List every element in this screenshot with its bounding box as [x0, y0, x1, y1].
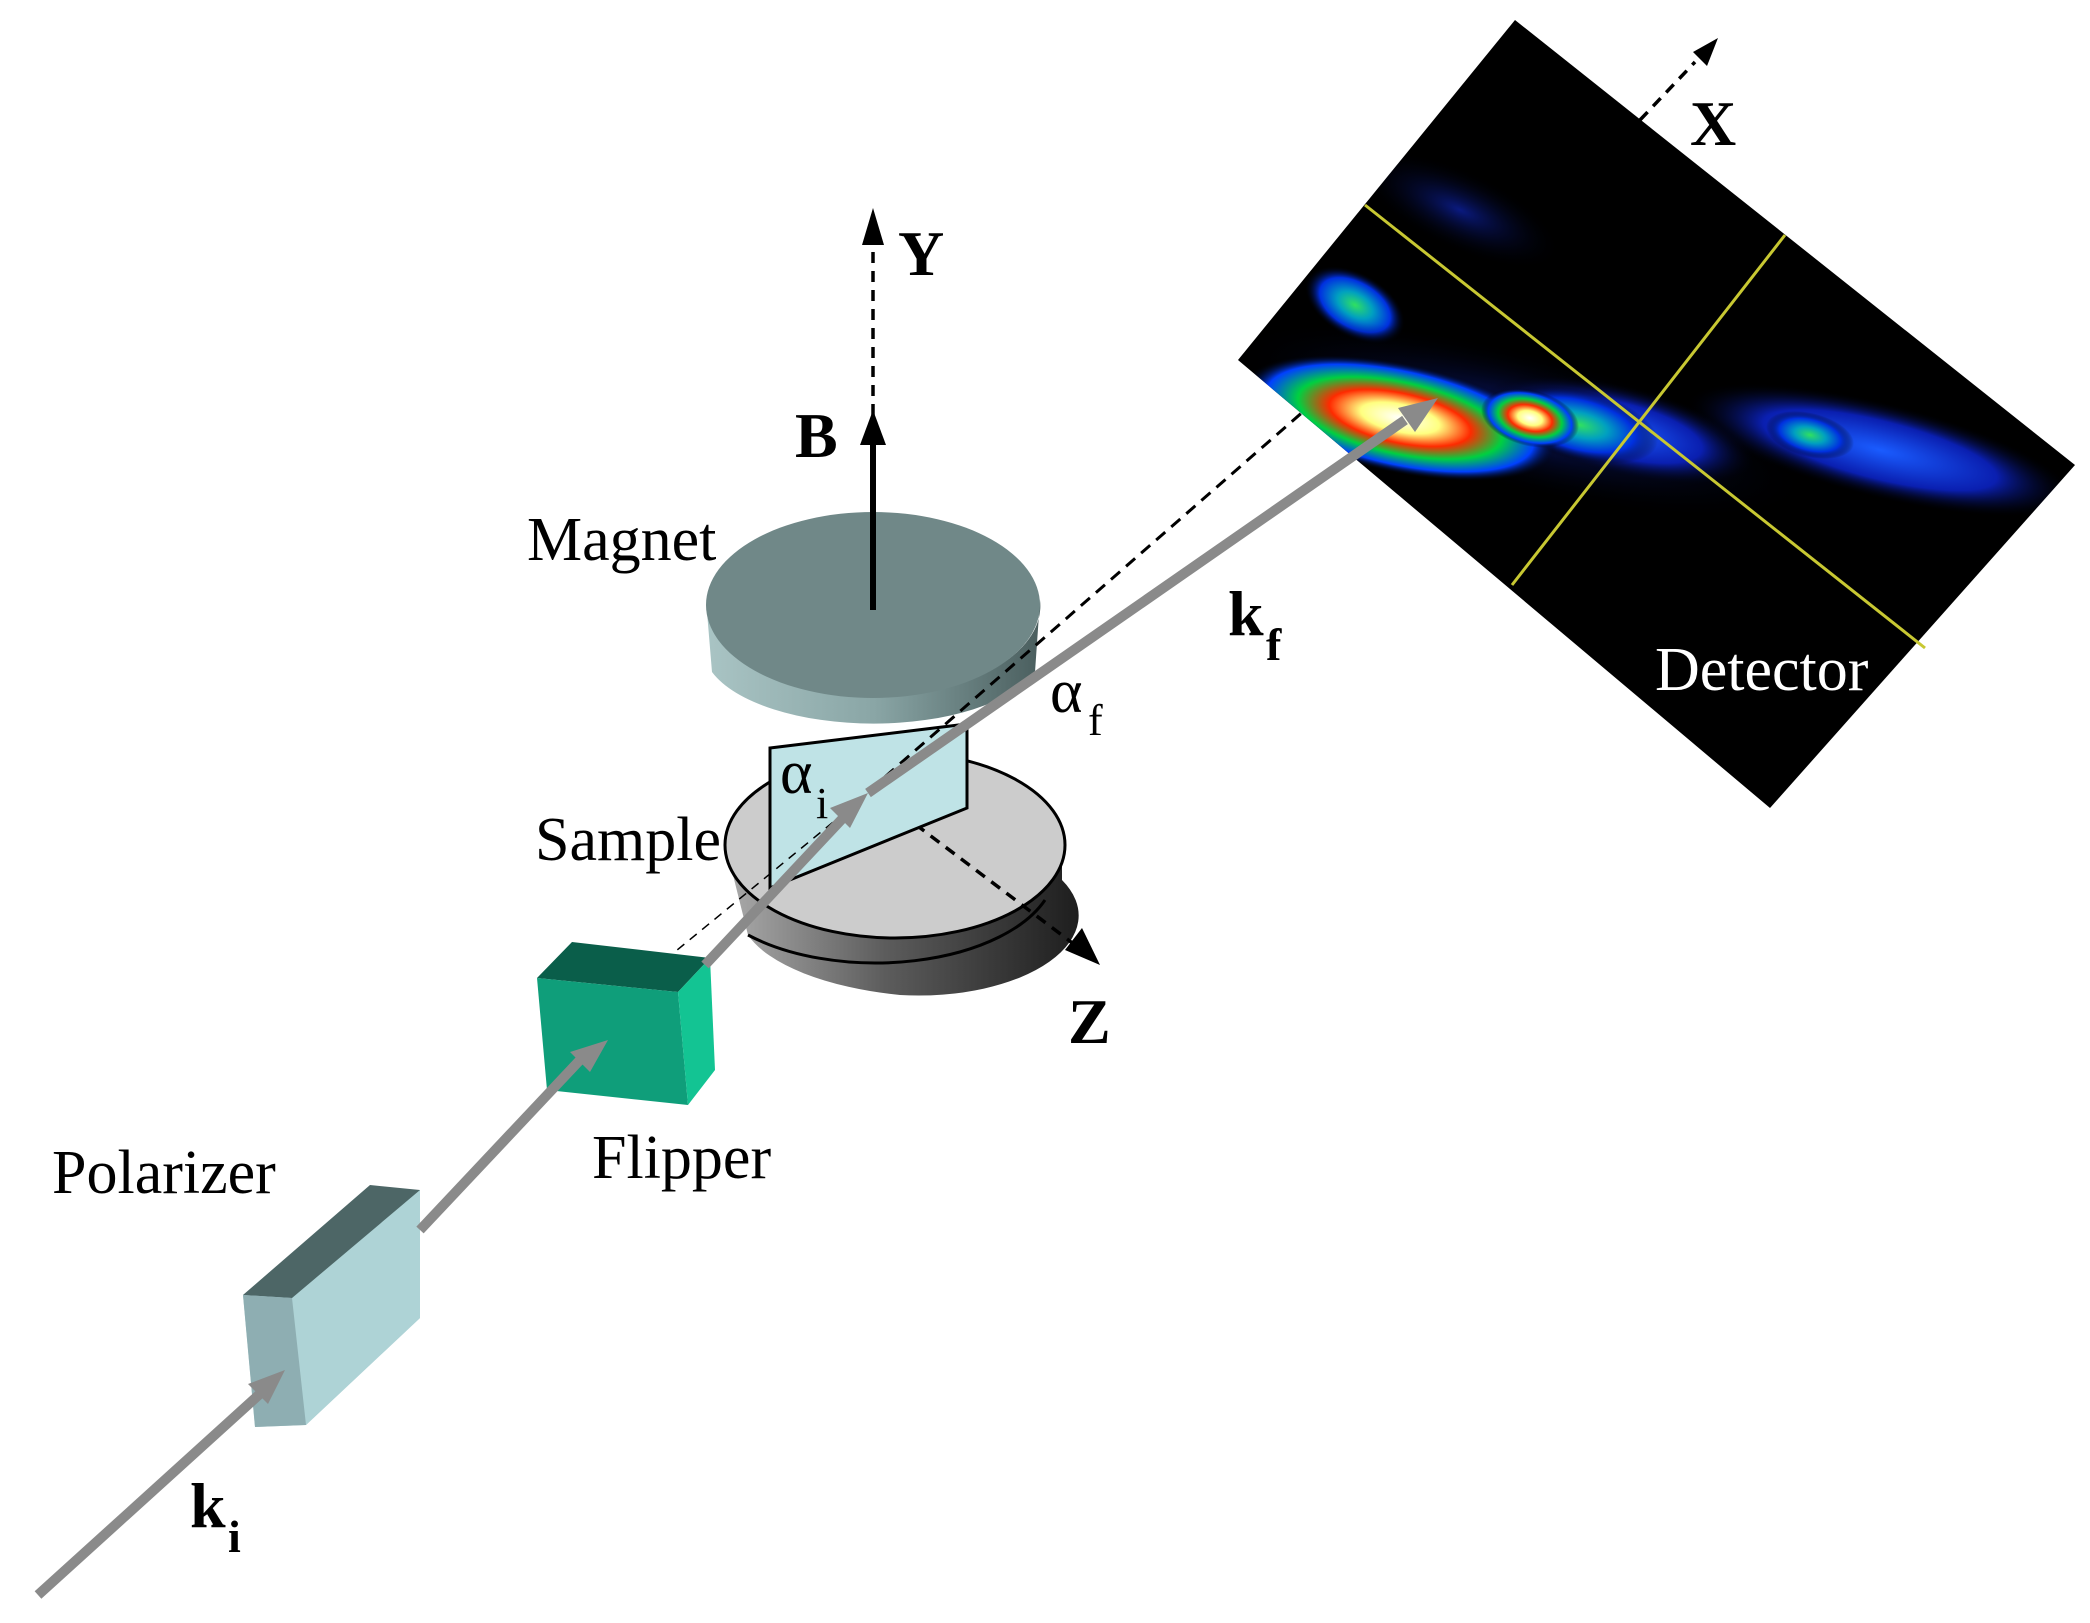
svg-text:f: f — [1266, 619, 1282, 670]
x-axis-label: X — [1690, 88, 1736, 159]
svg-text:k: k — [190, 1470, 226, 1541]
detector-label: Detector — [1655, 636, 1869, 704]
svg-text:i: i — [816, 779, 828, 828]
alpha-incident-label: α i — [780, 739, 828, 828]
flipper: Flipper — [537, 942, 771, 1192]
svg-text:f: f — [1088, 696, 1103, 745]
svg-text:α: α — [780, 739, 812, 807]
svg-text:k: k — [1228, 578, 1264, 649]
svg-text:α: α — [1050, 658, 1082, 726]
sample-label: Sample — [535, 806, 721, 874]
y-axis-label: Y — [898, 218, 944, 289]
detector-grid — [1364, 203, 1926, 650]
z-axis-label: Z — [1068, 986, 1111, 1057]
magnet: Magnet — [527, 506, 1041, 724]
k-final-label: k f — [1228, 578, 1282, 670]
magnet-label: Magnet — [527, 506, 716, 574]
incident-beam — [34, 793, 868, 1599]
y-axis: Y — [862, 208, 944, 415]
polarizer-label: Polarizer — [52, 1139, 276, 1207]
beam-reference-line — [664, 799, 861, 961]
x-axis: X — [1638, 38, 1736, 159]
reflected-beam — [865, 398, 1438, 798]
specular-reference-line — [869, 408, 1306, 792]
alpha-final-label: α f — [1050, 658, 1103, 745]
k-incident-label: k i — [190, 1470, 241, 1562]
detector-panel: Detector — [1238, 20, 2075, 808]
b-field-label: B — [795, 400, 838, 471]
b-field-arrow: B — [795, 400, 886, 610]
polarizer: Polarizer — [52, 1139, 420, 1427]
flipper-label: Flipper — [592, 1124, 771, 1192]
svg-text:i: i — [228, 1511, 241, 1562]
